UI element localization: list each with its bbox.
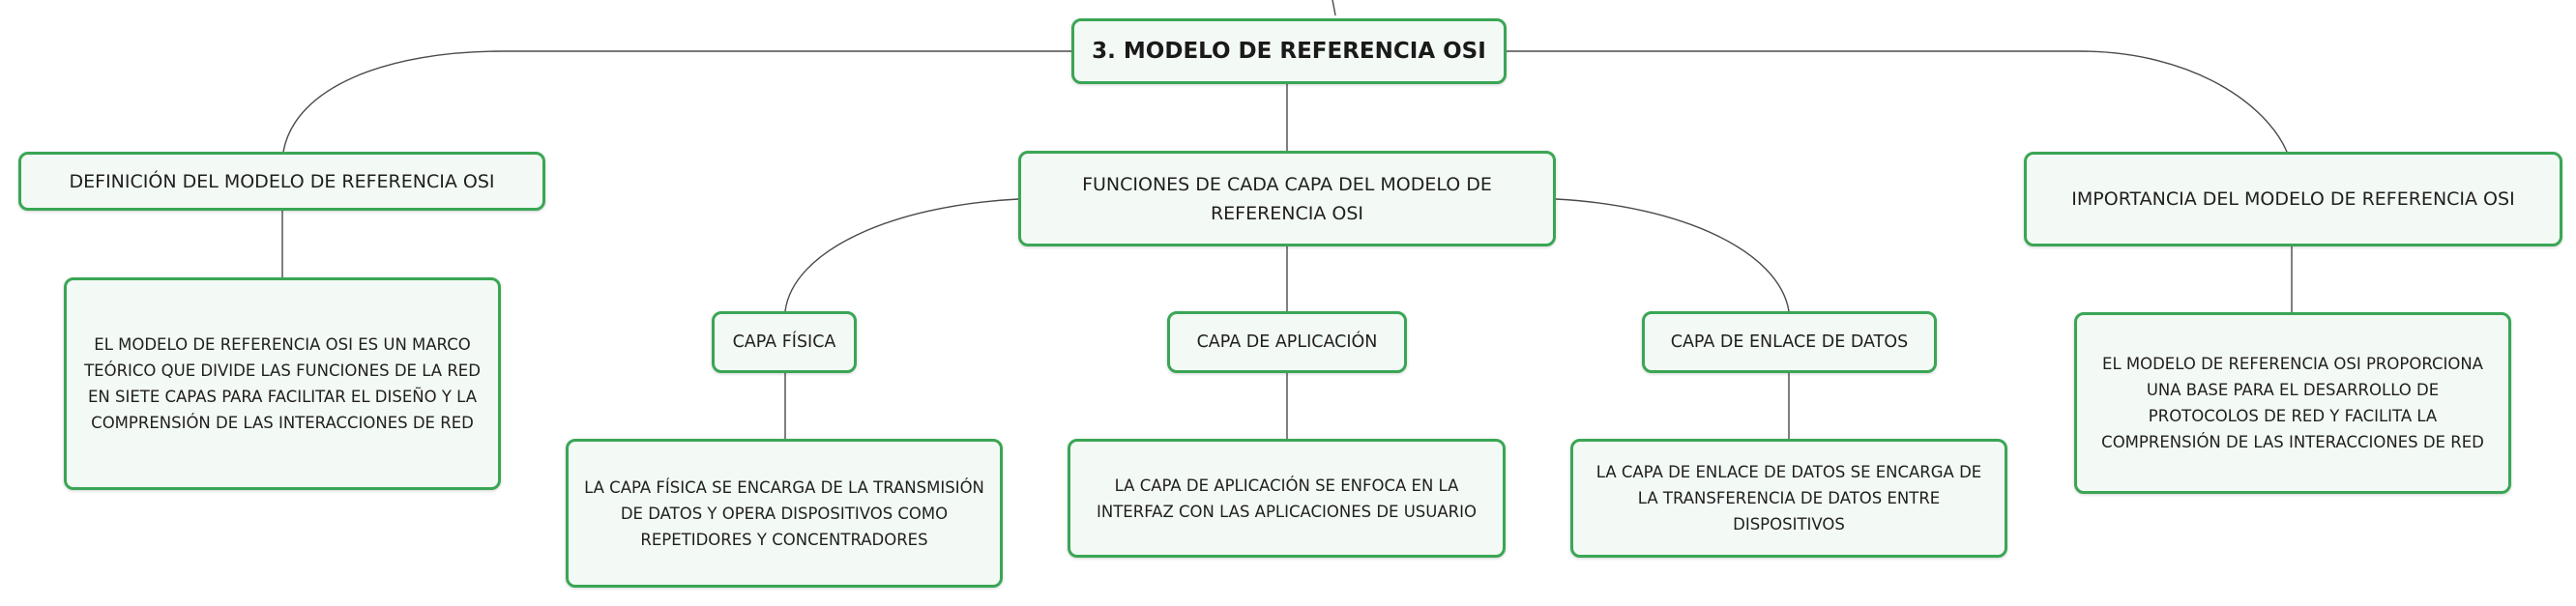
layer-application-detail-text: LA CAPA DE APLICACIÓN SE ENFOCA EN LA IN…	[1097, 476, 1477, 521]
connector-root-importance	[1507, 50, 2288, 153]
functions-label: FUNCIONES DE CADA CAPA DEL MODELO DE REF…	[1082, 173, 1492, 224]
root-title: 3. MODELO DE REFERENCIA OSI	[1092, 39, 1486, 64]
layer-datalink-detail-text: LA CAPA DE ENLACE DE DATOS SE ENCARGA DE…	[1595, 463, 1982, 534]
definition-label: DEFINICIÓN DEL MODELO DE REFERENCIA OSI	[69, 170, 495, 192]
layer-datalink-detail-node[interactable]: LA CAPA DE ENLACE DE DATOS SE ENCARGA DE…	[1570, 439, 2007, 558]
layer-application-detail-node[interactable]: LA CAPA DE APLICACIÓN SE ENFOCA EN LA IN…	[1068, 439, 1506, 558]
layer-application-node[interactable]: CAPA DE APLICACIÓN	[1167, 311, 1407, 373]
layer-physical-node[interactable]: CAPA FÍSICA	[712, 311, 857, 373]
functions-node[interactable]: FUNCIONES DE CADA CAPA DEL MODELO DE REF…	[1018, 151, 1556, 246]
connector-incoming	[1332, 0, 1336, 16]
importance-detail-text: EL MODELO DE REFERENCIA OSI PROPORCIONA …	[2101, 355, 2484, 451]
importance-node[interactable]: IMPORTANCIA DEL MODELO DE REFERENCIA OSI	[2024, 152, 2562, 246]
layer-application-label: CAPA DE APLICACIÓN	[1196, 332, 1378, 352]
importance-label: IMPORTANCIA DEL MODELO DE REFERENCIA OSI	[2071, 188, 2515, 210]
layer-physical-detail-text: LA CAPA FÍSICA SE ENCARGA DE LA TRANSMIS…	[584, 477, 984, 549]
connector-functions-datalink	[1555, 198, 1790, 312]
layer-physical-label: CAPA FÍSICA	[732, 332, 836, 352]
root-node[interactable]: 3. MODELO DE REFERENCIA OSI	[1071, 18, 1507, 84]
definition-detail-text: EL MODELO DE REFERENCIA OSI ES UN MARCO …	[84, 335, 481, 432]
definition-node[interactable]: DEFINICIÓN DEL MODELO DE REFERENCIA OSI	[18, 152, 545, 211]
connector-root-definition	[282, 50, 1071, 153]
definition-detail-node[interactable]: EL MODELO DE REFERENCIA OSI ES UN MARCO …	[64, 277, 501, 490]
layer-datalink-label: CAPA DE ENLACE DE DATOS	[1670, 332, 1909, 352]
layer-datalink-node[interactable]: CAPA DE ENLACE DE DATOS	[1642, 311, 1937, 373]
connector-functions-physical	[784, 198, 1019, 312]
layer-physical-detail-node[interactable]: LA CAPA FÍSICA SE ENCARGA DE LA TRANSMIS…	[566, 439, 1003, 588]
importance-detail-node[interactable]: EL MODELO DE REFERENCIA OSI PROPORCIONA …	[2074, 312, 2511, 494]
